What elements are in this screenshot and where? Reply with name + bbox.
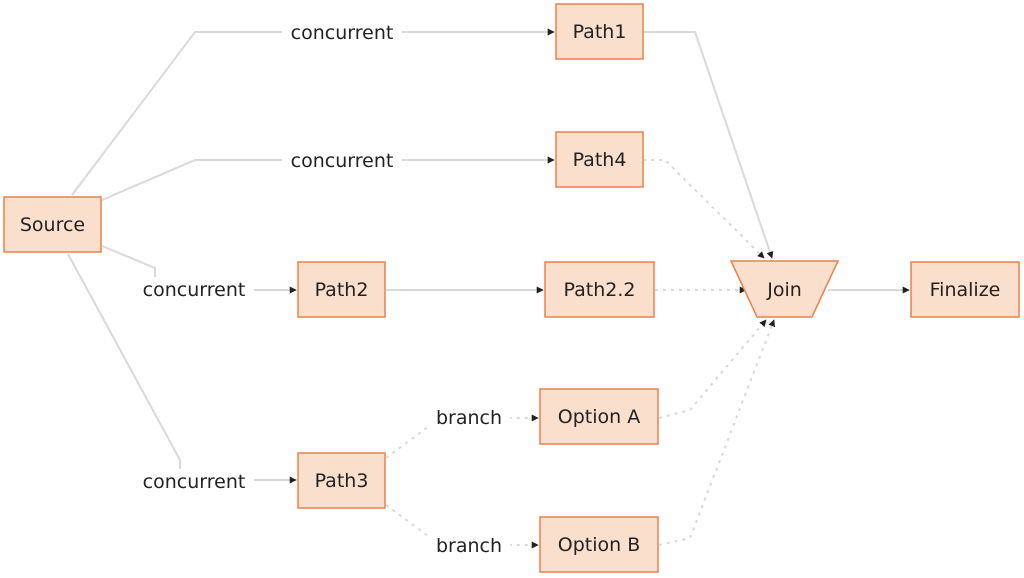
node-option-a-label: Option A [558, 406, 640, 428]
node-path2-label: Path2 [315, 279, 369, 301]
edge-source-path4 [101, 156, 555, 201]
edge-label-text: concurrent [291, 22, 394, 44]
node-source-label: Source [20, 214, 85, 236]
edge-label-path3-option-b: branch [430, 533, 510, 559]
edge-path4-join [643, 159, 765, 259]
node-join-label: Join [766, 279, 802, 301]
node-path3-label: Path3 [315, 470, 369, 492]
nodes: Source Path1 Path4 Path2 Path2.2 Path3 O… [3, 3, 1020, 573]
node-path4[interactable]: Path4 [555, 131, 644, 188]
node-path1-label: Path1 [573, 21, 627, 43]
node-path4-label: Path4 [573, 149, 627, 171]
edge-label-text: branch [436, 535, 502, 557]
edge-option-a-join [658, 319, 767, 419]
edge-label-text: concurrent [291, 150, 394, 172]
edge-source-path1 [71, 28, 555, 196]
edge-path1-join [643, 31, 774, 259]
node-join[interactable]: Join [729, 260, 840, 318]
edge-label-source-path1: concurrent [282, 20, 402, 46]
edge-label-source-path4: concurrent [282, 148, 402, 174]
edge-label-path3-option-a: branch [430, 405, 510, 431]
node-path2-2[interactable]: Path2.2 [544, 261, 655, 318]
edges [67, 28, 910, 549]
node-source[interactable]: Source [3, 196, 102, 253]
node-path2[interactable]: Path2 [297, 261, 386, 318]
edge-label-source-path2: concurrent [134, 277, 254, 303]
edge-label-text: concurrent [143, 471, 246, 493]
node-finalize[interactable]: Finalize [910, 261, 1020, 318]
edge-labels: concurrent concurrent concurrent concurr… [134, 20, 510, 559]
edge-option-b-join [658, 319, 776, 546]
node-option-b[interactable]: Option B [539, 516, 659, 573]
node-option-a[interactable]: Option A [539, 388, 659, 445]
edge-label-text: concurrent [143, 279, 246, 301]
edge-label-text: branch [436, 407, 502, 429]
node-path2-2-label: Path2.2 [564, 279, 636, 301]
edge-label-source-path3: concurrent [134, 469, 254, 495]
node-path1[interactable]: Path1 [555, 3, 644, 60]
node-path3[interactable]: Path3 [297, 452, 386, 509]
node-option-b-label: Option B [558, 534, 641, 556]
node-finalize-label: Finalize [930, 279, 1001, 301]
